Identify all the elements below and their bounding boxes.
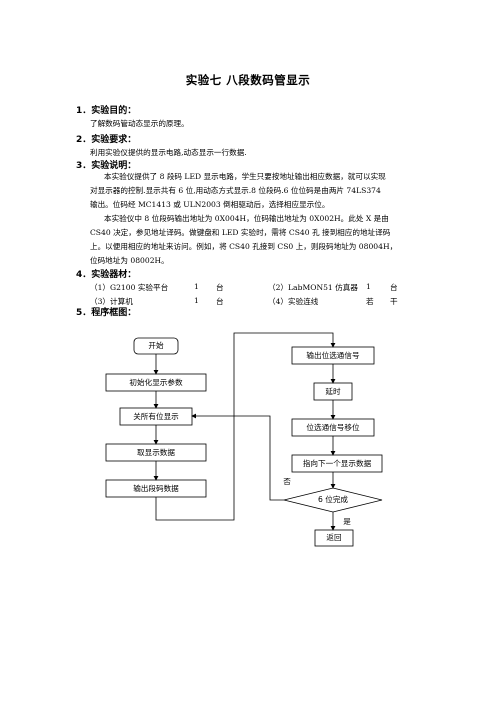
section-3-line: 上。以便用相应的地址来访问。例如，将 CS40 孔接到 CS0 上，则段码地址为… <box>90 242 398 251</box>
equipment-qty: 1 <box>194 296 199 305</box>
equipment-unit: 台 <box>390 283 398 292</box>
section-2-body: 利用实验仪提供的显示电路,动态显示一行数据. <box>90 148 247 157</box>
section-3-line: 位码地址为 08002H。 <box>90 256 169 265</box>
equipment-unit: 台 <box>216 283 224 292</box>
section-1-heading: 1．实验目的： <box>76 106 137 116</box>
return-label: 返回 <box>326 533 341 542</box>
equipment-qty: 若 <box>366 297 374 306</box>
equipment-item: （2）LabMON51 仿真器 <box>268 283 358 292</box>
section-3-line: 本实验仪中 8 位段码输出地址为 0X004H，位码输出地址为 0X002H。此… <box>104 214 389 223</box>
section-3-heading: 3．实验说明： <box>76 161 137 171</box>
equipment-qty: 1 <box>366 282 371 291</box>
all-off-label: 关所有位显示 <box>133 411 179 421</box>
equipment-unit: 干 <box>390 297 398 306</box>
section-1-body: 了解数码管动态显示的原理。 <box>90 119 189 128</box>
equipment-qty: 1 <box>194 282 199 291</box>
equipment-item: （1）G2100 实验平台 <box>90 283 169 292</box>
section-3-line: 输出。位码经 MC1413 或 ULN2003 倒相驱动后，选择相应显示位。 <box>90 200 330 209</box>
page-title: 实验七 八段数码管显示 <box>185 73 311 87</box>
delay-label: 延时 <box>325 386 341 396</box>
next-label: 指向下一个显示数据 <box>303 458 372 468</box>
section-4-heading: 4．实验器材： <box>76 270 137 280</box>
section-5-heading: 5．程序框图： <box>76 308 137 318</box>
out-seg-label: 输出段码数据 <box>133 483 179 493</box>
section-3-line: CS40 决定，参见地址译码。做键盘和 LED 实验时，需将 CS40 孔 接到… <box>90 228 391 237</box>
init-label: 初始化显示参数 <box>129 377 183 387</box>
next-box <box>291 454 383 473</box>
section-3-line: 对显示器的控制.显示共有 6 位,用动态方式显示.8 位段码.6 位位码是由两片… <box>90 186 381 195</box>
equipment-item: （4）实验连线 <box>268 297 319 306</box>
equipment-item: （3）计算机 <box>90 297 133 306</box>
yes-label: 是 <box>343 517 351 526</box>
out-pos-label: 输出位选通信号 <box>306 350 360 360</box>
shift-label: 位选通信号移位 <box>306 422 360 432</box>
fetch-label: 取显示数据 <box>137 447 175 457</box>
start-label: 开始 <box>148 340 164 350</box>
decision-label: 6 位完成 <box>318 494 348 504</box>
equipment-unit: 台 <box>216 297 224 306</box>
section-3-line: 本实验仪提供了 8 段码 LED 显示电路，学生只要按地址输出相应数据，就可以实… <box>104 172 386 181</box>
no-label: 否 <box>283 477 291 486</box>
section-2-heading: 2．实验要求： <box>76 135 137 145</box>
